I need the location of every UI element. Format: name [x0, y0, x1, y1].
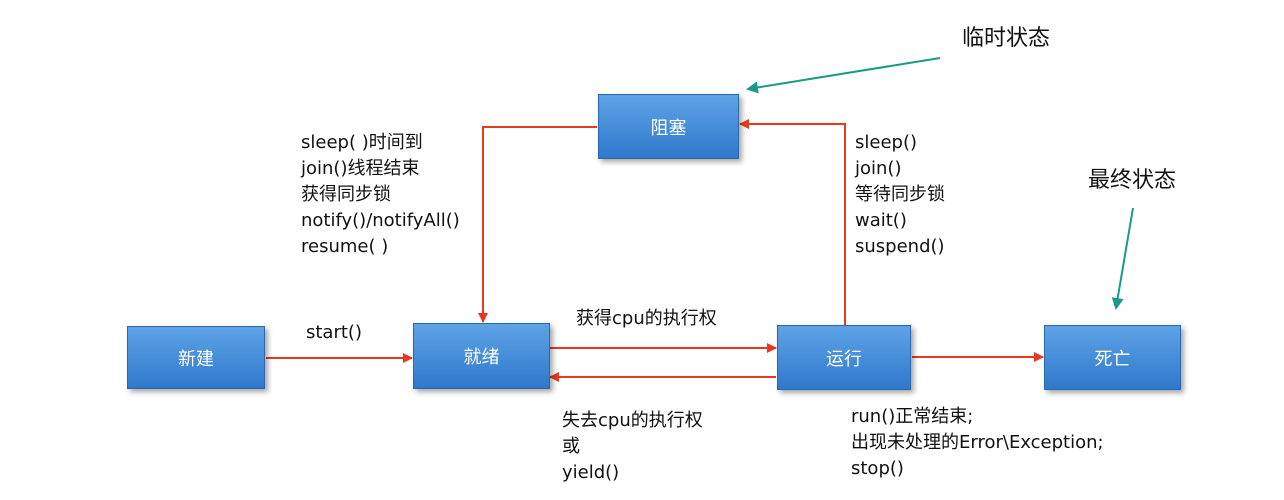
- arrow-blocked-to-runnable: [478, 126, 597, 323]
- label-to-blocked: sleep() join() 等待同步锁 wait() suspend(): [855, 130, 945, 260]
- annotation-arrow-temporary: [746, 57, 941, 94]
- label-to-dead: run()正常结束; 出现未处理的Error\Exception; stop(): [851, 404, 1104, 482]
- arrow-running-to-blocked: [739, 119, 846, 325]
- label-to-dead-line: 出现未处理的Error\Exception;: [851, 432, 1104, 453]
- label-to-dead-line: run()正常结束;: [851, 406, 974, 427]
- label-lose-cpu-line: 或: [562, 436, 580, 457]
- state-new: 新建: [127, 326, 265, 389]
- label-to-dead-line: stop(): [851, 458, 904, 479]
- label-to-blocked-line: suspend(): [855, 236, 945, 257]
- label-lose-cpu: 失去cpu的执行权 或 yield(): [562, 408, 703, 486]
- label-from-blocked-line: 获得同步锁: [301, 184, 391, 205]
- state-blocked: 阻塞: [598, 94, 739, 159]
- annotation-arrow-final: [1111, 207, 1134, 310]
- label-get-cpu: 获得cpu的执行权: [576, 308, 717, 329]
- label-to-blocked-line: wait(): [855, 210, 907, 231]
- label-lose-cpu-line: 失去cpu的执行权: [562, 410, 703, 431]
- label-lose-cpu-line: yield(): [562, 462, 620, 483]
- state-runnable: 就绪: [413, 323, 550, 389]
- label-from-blocked: sleep( )时间到 join()线程结束 获得同步锁 notify()/no…: [301, 130, 460, 260]
- state-running: 运行: [777, 325, 911, 390]
- annotation-temporary: 临时状态: [962, 26, 1051, 51]
- label-to-blocked-line: sleep(): [855, 132, 917, 153]
- state-dead: 死亡: [1044, 325, 1181, 390]
- label-start: start(): [306, 322, 362, 343]
- label-from-blocked-line: sleep( )时间到: [301, 132, 423, 153]
- label-to-blocked-line: 等待同步锁: [855, 184, 945, 205]
- label-from-blocked-line: resume( ): [301, 236, 389, 257]
- label-from-blocked-line: notify()/notifyAll(): [301, 210, 460, 231]
- label-to-blocked-line: join(): [855, 158, 902, 179]
- label-from-blocked-line: join()线程结束: [301, 158, 420, 179]
- annotation-final: 最终状态: [1088, 168, 1177, 193]
